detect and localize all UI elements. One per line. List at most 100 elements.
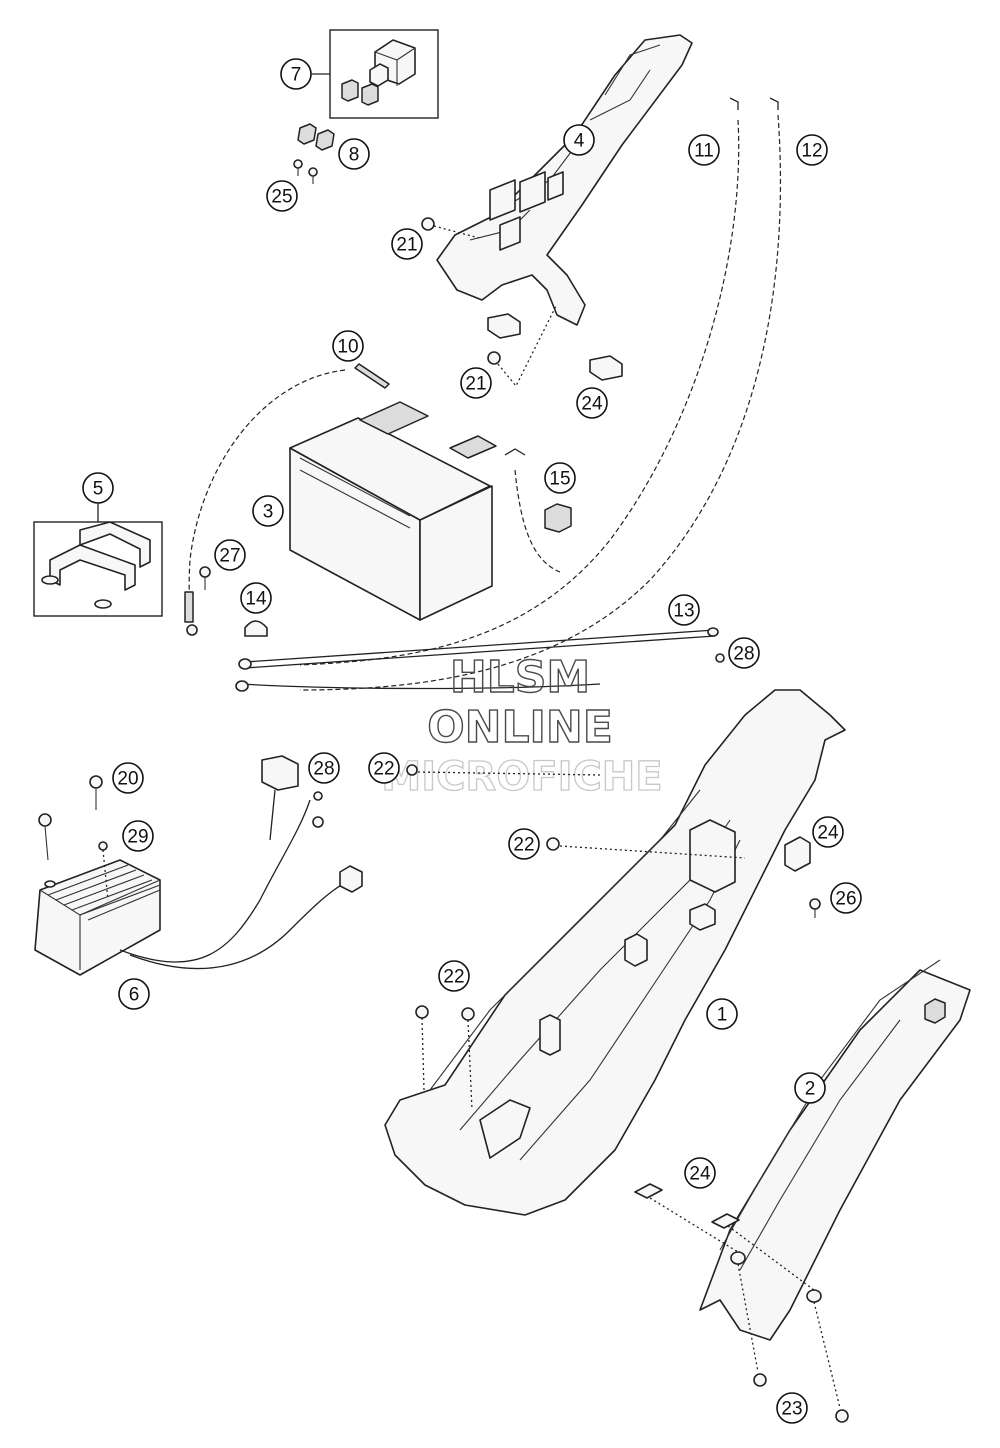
- callout-number: 6: [129, 985, 140, 1006]
- callout-number: 12: [801, 141, 822, 162]
- clips-and-screws: [293, 123, 335, 184]
- callout-circle: [794, 1072, 826, 1104]
- callout-number: 26: [835, 889, 856, 910]
- battery-holder-bracket: [421, 34, 693, 388]
- callout-c2: 2: [794, 1072, 826, 1104]
- callout-number: 11: [694, 141, 714, 162]
- callout-c29: 29: [122, 820, 154, 852]
- callout-c1: 1: [706, 998, 738, 1030]
- cable-10: [184, 363, 390, 636]
- callout-c25: 25: [266, 180, 298, 212]
- callout-number: 4: [574, 131, 585, 152]
- callout-c23: 23: [776, 1392, 808, 1424]
- callout-circle: [368, 752, 400, 784]
- callout-c28a: 28: [728, 637, 760, 669]
- callout-c11: 11: [688, 134, 720, 166]
- callout-c22a: 22: [368, 752, 400, 784]
- callout-c6: 6: [118, 978, 150, 1010]
- callout-circle: [391, 228, 423, 260]
- callout-c13: 13: [668, 594, 700, 626]
- callout-c24a: 24: [576, 387, 608, 419]
- callout-circle: [118, 978, 150, 1010]
- callout-number: 20: [117, 769, 138, 790]
- callout-number: 8: [349, 145, 360, 166]
- callout-c26: 26: [830, 882, 862, 914]
- callout-circle: [252, 495, 284, 527]
- callout-c5: 5: [82, 472, 114, 504]
- callout-c24b: 24: [812, 816, 844, 848]
- callout-c22b: 22: [508, 828, 540, 860]
- callout-c14: 14: [240, 582, 272, 614]
- callout-circle: [338, 138, 370, 170]
- callout-number: 29: [127, 827, 148, 848]
- watermark-line-2: ONLINE: [427, 702, 613, 753]
- battery-hold-down-box: [33, 521, 163, 617]
- callout-c7: 7: [280, 58, 312, 90]
- callout-circle: [308, 752, 340, 784]
- callout-number: 25: [271, 187, 292, 208]
- callout-circle: [122, 820, 154, 852]
- callout-circle: [508, 828, 540, 860]
- callout-circle: [830, 882, 862, 914]
- callout-circle: [812, 816, 844, 848]
- callout-c22c: 22: [438, 960, 470, 992]
- rubber-block: [504, 448, 572, 573]
- callout-circle: [266, 180, 298, 212]
- cable-13: [235, 627, 725, 692]
- callout-circle: [576, 387, 608, 419]
- callout-c4: 4: [563, 124, 595, 156]
- battery-box: [384, 689, 846, 1216]
- callout-c24c: 24: [684, 1157, 716, 1189]
- regulator-screws: [38, 775, 323, 901]
- callout-c3: 3: [252, 495, 284, 527]
- callout-number: 24: [581, 394, 603, 415]
- callout-circle: [332, 330, 364, 362]
- callout-number: 21: [396, 235, 417, 256]
- callout-number: 3: [263, 502, 274, 523]
- callout-circle: [668, 594, 700, 626]
- callout-circle: [688, 134, 720, 166]
- battery: [289, 401, 497, 621]
- callout-circle: [728, 637, 760, 669]
- battery-box-cover: [634, 959, 971, 1423]
- callout-number: 22: [443, 967, 464, 988]
- relay-kit-box: [329, 29, 439, 119]
- callout-number: 28: [313, 759, 334, 780]
- callout-number: 15: [549, 469, 570, 490]
- watermark: HLSM ONLINE MICROFICHE: [381, 651, 664, 800]
- callout-number: 22: [513, 835, 534, 856]
- callout-number: 5: [93, 479, 104, 500]
- callout-number: 22: [373, 759, 394, 780]
- callout-circle: [706, 998, 738, 1030]
- voltage-regulator: [34, 755, 363, 976]
- callout-c21a: 21: [391, 228, 423, 260]
- callout-number: 7: [291, 65, 302, 86]
- screw-and-cap: [199, 566, 268, 637]
- callout-circle: [460, 367, 492, 399]
- callout-c28b: 28: [308, 752, 340, 784]
- callout-c8: 8: [338, 138, 370, 170]
- callout-circle: [214, 539, 246, 571]
- callout-c21b: 21: [460, 367, 492, 399]
- watermark-line-1: HLSM: [450, 652, 590, 703]
- callout-number: 14: [245, 589, 267, 610]
- callout-circle: [438, 960, 470, 992]
- callout-circle: [240, 582, 272, 614]
- callout-circle: [684, 1157, 716, 1189]
- callout-number: 21: [465, 374, 486, 395]
- callout-number: 10: [337, 337, 358, 358]
- callout-number: 24: [689, 1164, 711, 1185]
- callout-number: 23: [781, 1399, 802, 1420]
- callout-number: 24: [817, 823, 839, 844]
- callout-c20: 20: [112, 762, 144, 794]
- battery-box-screws: [406, 764, 821, 1111]
- watermark-line-3: MICROFICHE: [381, 754, 662, 800]
- callout-number: 27: [219, 546, 240, 567]
- callout-circle: [544, 462, 576, 494]
- callout-c10: 10: [332, 330, 364, 362]
- callout-circle: [776, 1392, 808, 1424]
- callout-number: 1: [717, 1005, 728, 1026]
